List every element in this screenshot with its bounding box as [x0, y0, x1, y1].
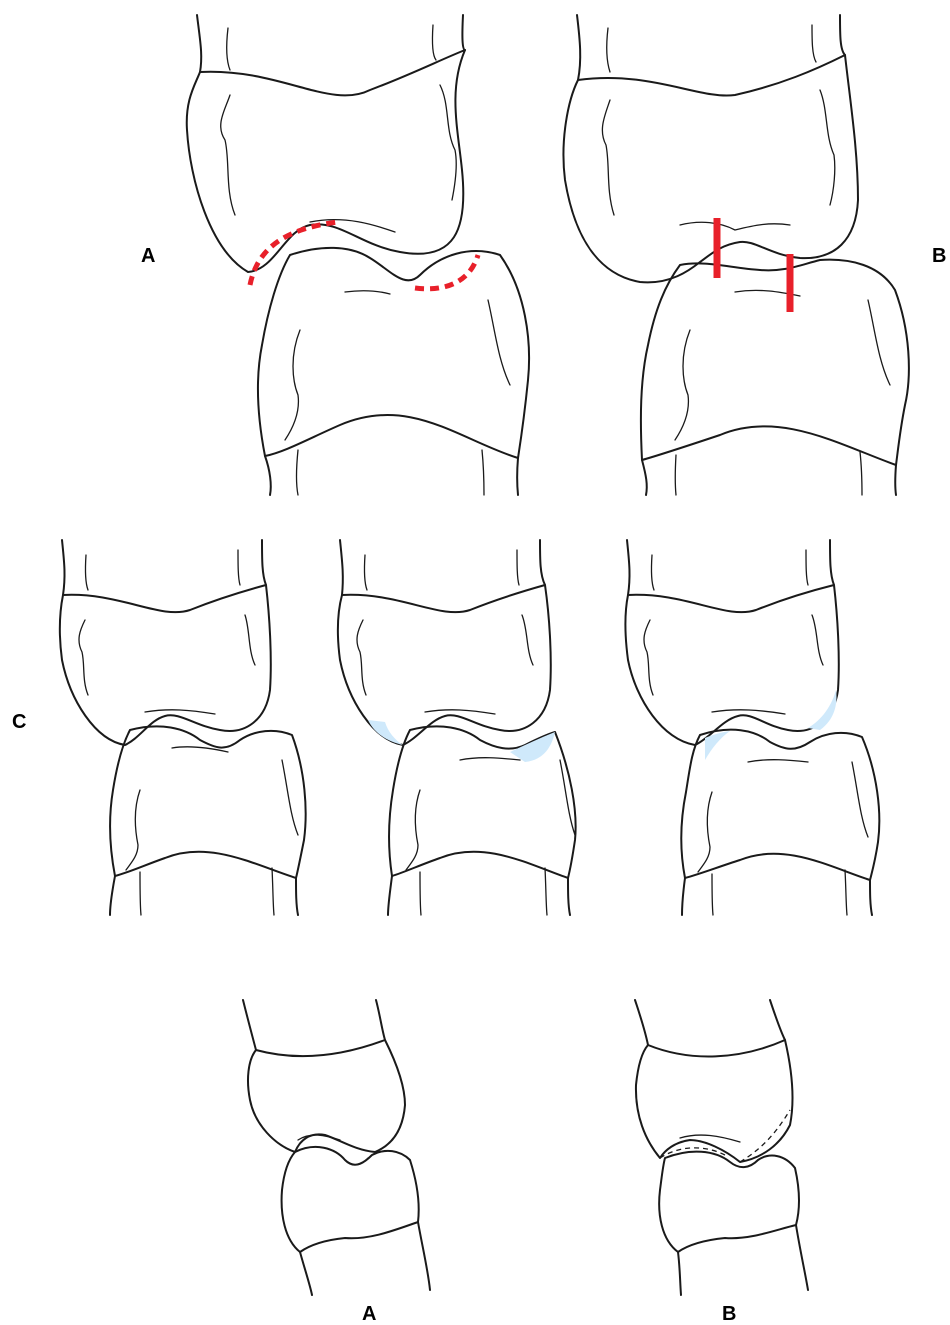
label-top-right: B [932, 245, 946, 267]
label-middle: C [12, 711, 26, 733]
top-right-joint [563, 15, 908, 495]
label-top-left: A [141, 245, 155, 267]
middle-joint-3 [625, 540, 879, 915]
top-left-joint [187, 15, 529, 495]
cartilage-highlight [808, 690, 836, 730]
label-bottom-right: B [722, 1303, 736, 1325]
cartilage-highlight [368, 720, 403, 745]
bottom-right-joint [635, 1000, 808, 1295]
label-bottom-left: A [362, 1303, 376, 1325]
middle-joint-2 [338, 540, 576, 915]
dark-bone-fill [636, 1040, 793, 1162]
bottom-left-joint [243, 1000, 430, 1295]
middle-joint-1 [60, 540, 306, 915]
